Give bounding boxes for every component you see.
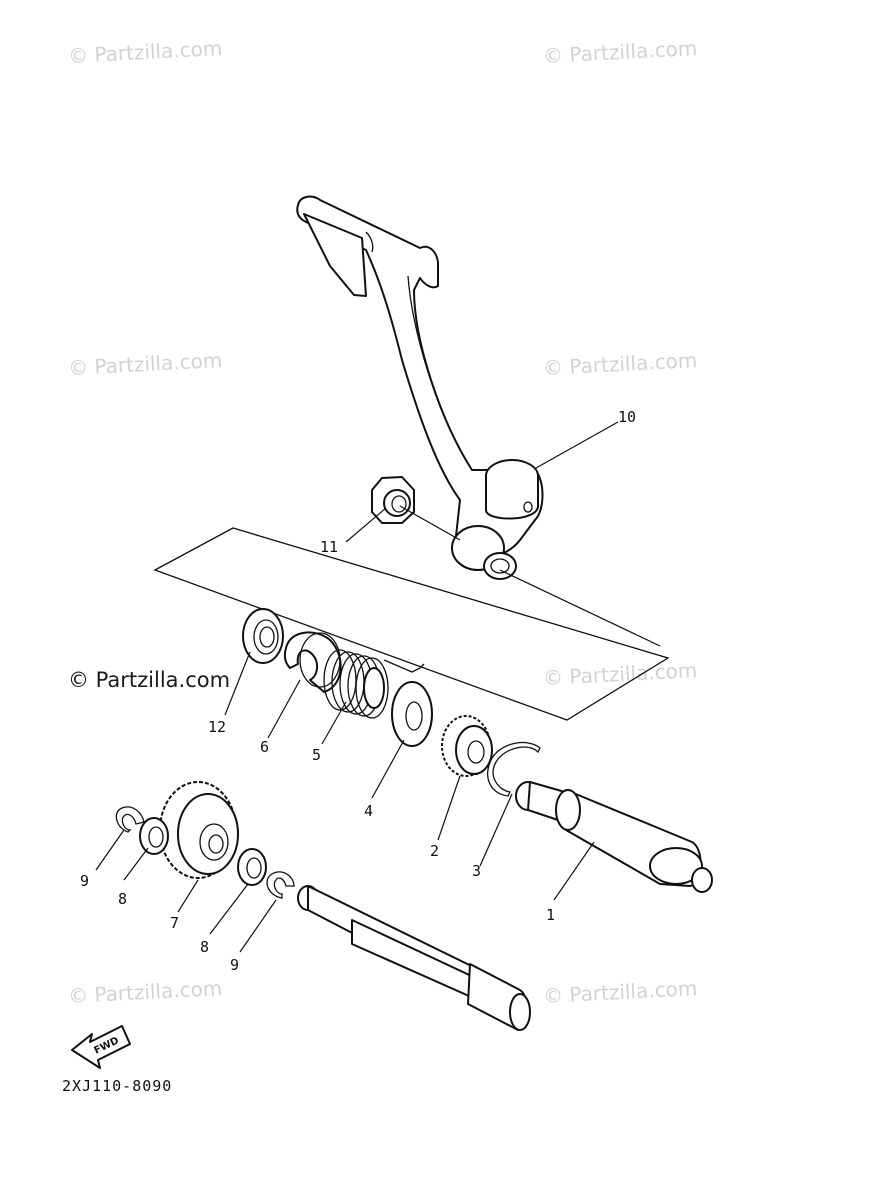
assembly-boundary [153, 527, 670, 721]
callout-11: 11 [320, 538, 338, 556]
idle-gear[interactable] [159, 781, 239, 879]
callout-8-left: 8 [118, 890, 127, 908]
kick-axle[interactable] [515, 781, 713, 893]
spring-guide[interactable] [283, 631, 342, 693]
callout-8-right: 8 [200, 938, 209, 956]
callout-4: 4 [364, 802, 373, 820]
callout-1: 1 [546, 906, 555, 924]
callout-9-left: 9 [80, 872, 89, 890]
spring-washer[interactable] [391, 681, 433, 747]
callout-12: 12 [208, 718, 226, 736]
callout-6: 6 [260, 738, 269, 756]
washer-left[interactable] [139, 817, 169, 855]
kick-ratchet[interactable] [441, 715, 493, 777]
fwd-arrow-icon: FWD [71, 1025, 131, 1069]
callout-10: 10 [618, 408, 636, 426]
callout-7: 7 [170, 914, 179, 932]
watermark-center-left: © Partzilla.com [68, 668, 231, 692]
diagram-code: 2XJ110-8090 [62, 1077, 173, 1095]
circlip-left[interactable] [115, 806, 145, 833]
callout-2: 2 [430, 842, 439, 860]
torsion-spring[interactable] [323, 649, 425, 719]
washer-right[interactable] [237, 848, 267, 886]
kick-lever[interactable] [296, 195, 544, 580]
lever-nut[interactable] [371, 476, 415, 524]
callout-9-right: 9 [230, 956, 239, 974]
callout-5: 5 [312, 746, 321, 764]
main-axle-shaft [297, 885, 531, 1031]
circlip[interactable] [487, 741, 541, 797]
circlip-right[interactable] [266, 871, 295, 899]
oil-seal[interactable] [242, 608, 284, 664]
callout-3: 3 [472, 862, 481, 880]
